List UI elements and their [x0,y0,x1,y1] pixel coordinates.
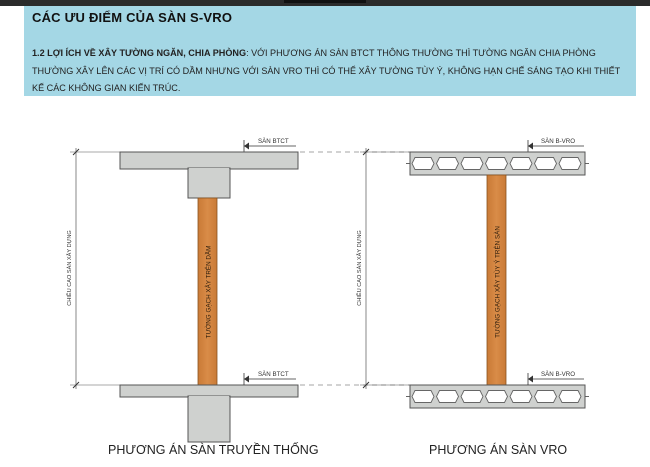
slab-void [533,390,558,403]
top-slab-vro [406,151,589,176]
paragraph-body: : Với phương án sàn BTCT thông thường th… [32,48,621,93]
caption-traditional: PHƯƠNG ÁN SÀN TRUYỀN THỐNG [108,443,319,457]
wall-label-left: TƯỜNG GẠCH XÂY TRÊN DẦM [203,246,213,339]
paragraph-lead: 1.2 Lợi ích về xây tường ngăn, chia phòn… [32,48,247,58]
level-marker-bottom-right: SÀN B-VRO [527,371,584,385]
slab-void [558,157,582,170]
height-label-right: CHIỀU CAO SÀN XÂY DỰNG [356,230,363,306]
height-label-left: CHIỀU CAO SÀN XÂY DỰNG [66,230,73,306]
level-marker-top-left: SÀN BTCT [243,138,296,152]
top-slab-btct [119,151,299,170]
vro-slab-diagram: SÀN B-VRO TƯỜNG GẠCH XÂY TÙY Ý TRÊN SÀN … [356,138,589,409]
page-title: CÁC ƯU ĐIỂM CỦA SÀN S-VRO [32,10,233,25]
slab-void [460,390,484,403]
traditional-slab-diagram: SÀN BTCT TƯỜNG GẠCH XÂY TRÊN DẦM SÀN BTC… [66,138,299,443]
height-dimension-left [70,148,120,389]
intro-paragraph: 1.2 Lợi ích về xây tường ngăn, chia phòn… [32,45,628,98]
bottom-slab-btct [119,384,299,398]
slab-void [435,390,460,403]
level-marker-bottom-left: SÀN BTCT [243,371,296,385]
slab-void [509,157,533,170]
bottom-slab-vro [406,384,589,409]
level-label-bottom-left: SÀN BTCT [258,371,289,378]
window-top-bar [0,0,650,6]
slab-void [484,390,509,403]
header-box: CÁC ƯU ĐIỂM CỦA SÀN S-VRO 1.2 Lợi ích về… [24,6,636,96]
slab-void [509,390,533,403]
slab-void [435,157,460,170]
slab-void [460,157,484,170]
slab-void [533,157,558,170]
bottom-beam [187,395,231,443]
slab-void [411,157,435,170]
top-beam [187,167,231,199]
slab-void [558,390,582,403]
slab-void [484,157,509,170]
level-marker-top-right: SÀN B-VRO [527,138,584,152]
height-dimension-right [360,148,410,389]
level-label-bottom-right: SÀN B-VRO [541,371,575,378]
wall-label-right: TƯỜNG GẠCH XÂY TÙY Ý TRÊN SÀN [493,226,502,338]
caption-vro: PHƯƠNG ÁN SÀN VRO [429,443,568,457]
window-notch [284,0,366,3]
level-label-top-right: SÀN B-VRO [541,138,575,145]
slab-void [411,390,435,403]
level-label-top-left: SÀN BTCT [258,138,289,145]
